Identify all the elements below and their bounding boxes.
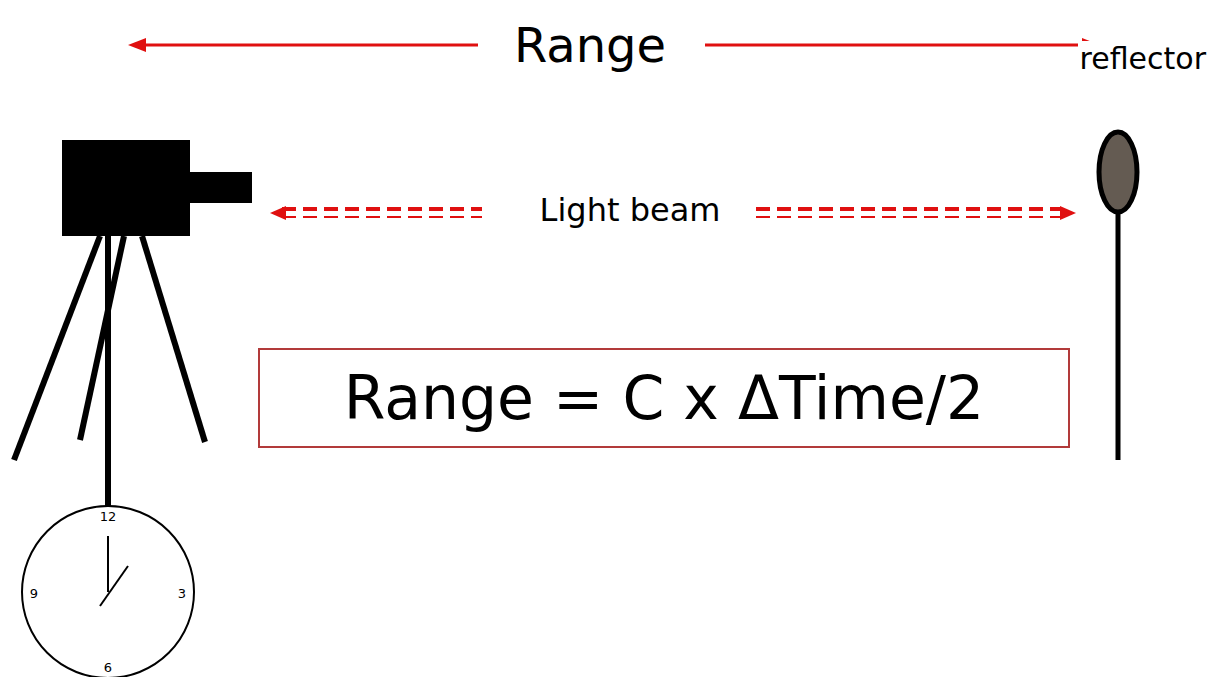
formula-box: Range = C x ΔTime/2 <box>258 348 1070 448</box>
label-text: Range <box>512 17 668 73</box>
reflector-prism <box>1099 132 1137 460</box>
label-text: Light beam <box>538 191 723 229</box>
beam-label: Light beam <box>538 193 723 228</box>
label-text: 9 <box>28 586 40 601</box>
clock-number: 6 <box>102 661 114 675</box>
tripod <box>14 236 205 506</box>
total-station <box>62 140 252 236</box>
label-text: 6 <box>102 660 114 675</box>
clock-number: 3 <box>176 587 188 601</box>
clock <box>22 506 194 677</box>
clock-number: 12 <box>98 510 119 524</box>
clock-number: 9 <box>28 587 40 601</box>
part-name: reflector <box>1078 42 1208 75</box>
label-text: 12 <box>98 509 119 524</box>
formula-text: Range = C x ΔTime/2 <box>344 365 984 431</box>
label-text: 3 <box>176 586 188 601</box>
label-text: reflector <box>1078 41 1208 76</box>
dimension-label: Range <box>512 19 668 72</box>
